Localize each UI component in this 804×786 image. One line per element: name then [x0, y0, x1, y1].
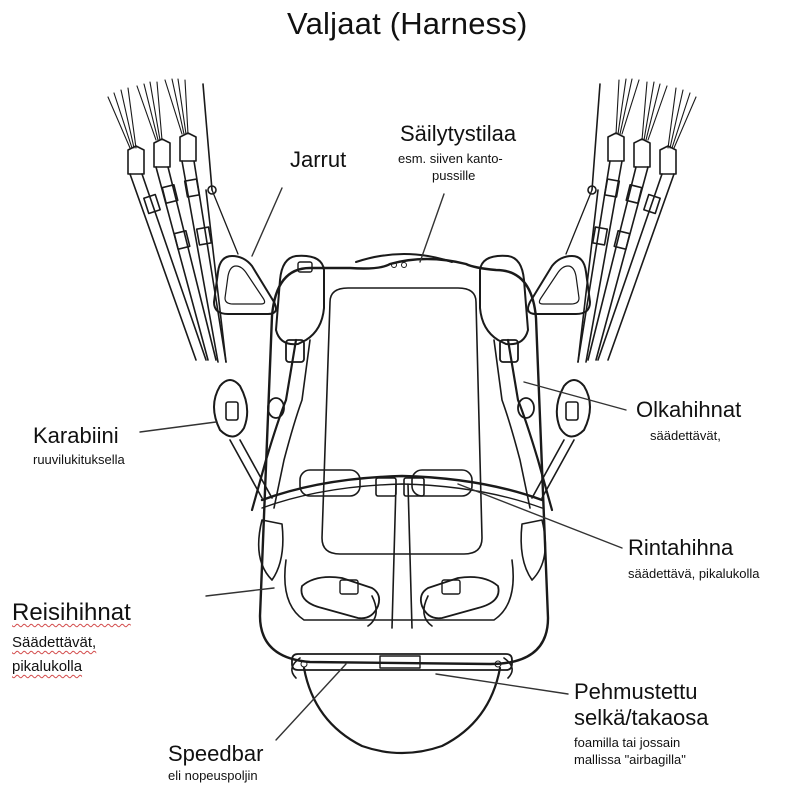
label-speedbar: Speedbar — [168, 742, 263, 765]
note-olkahihnat: säädettävät, — [650, 428, 721, 445]
note-rintahihna: säädettävä, pikalukolla — [628, 566, 760, 583]
note-pehmustettu-2: mallissa "airbagilla" — [574, 752, 686, 769]
label-jarrut: Jarrut — [290, 148, 346, 171]
note-reisihihnat-1: Säädettävät, — [12, 632, 96, 654]
label-sailytystilaa: Säilytystilaa — [400, 122, 516, 145]
leader-pehmustettu — [436, 674, 568, 694]
right-brake-handle — [528, 190, 592, 314]
left-brake-handle — [212, 190, 276, 314]
leader-reisihihnat — [206, 588, 274, 596]
note-sailytystilaa-2: pussille — [432, 168, 475, 185]
leader-lines — [140, 188, 626, 740]
note-speedbar: eli nopeuspoljin — [168, 768, 258, 785]
label-rintahihna: Rintahihna — [628, 536, 733, 559]
leader-jarrut — [252, 188, 282, 256]
note-sailytystilaa-1: esm. siiven kanto- — [398, 151, 503, 168]
note-reisihihnat-2: pikalukolla — [12, 656, 82, 678]
leader-karabiini — [140, 422, 216, 432]
diagram-title: Valjaat (Harness) — [287, 8, 528, 41]
leader-sailytystilaa — [420, 194, 444, 262]
label-pehmustettu-1: Pehmustettu — [574, 680, 698, 703]
label-reisihihnat: Reisihihnat — [12, 600, 131, 625]
left-risers — [108, 79, 272, 498]
label-olkahihnat: Olkahihnat — [636, 398, 741, 421]
label-pehmustettu-2: selkä/takaosa — [574, 706, 709, 729]
note-pehmustettu-1: foamilla tai jossain — [574, 735, 680, 752]
label-karabiini: Karabiini — [33, 424, 119, 447]
note-karabiini: ruuvilukituksella — [33, 452, 125, 469]
